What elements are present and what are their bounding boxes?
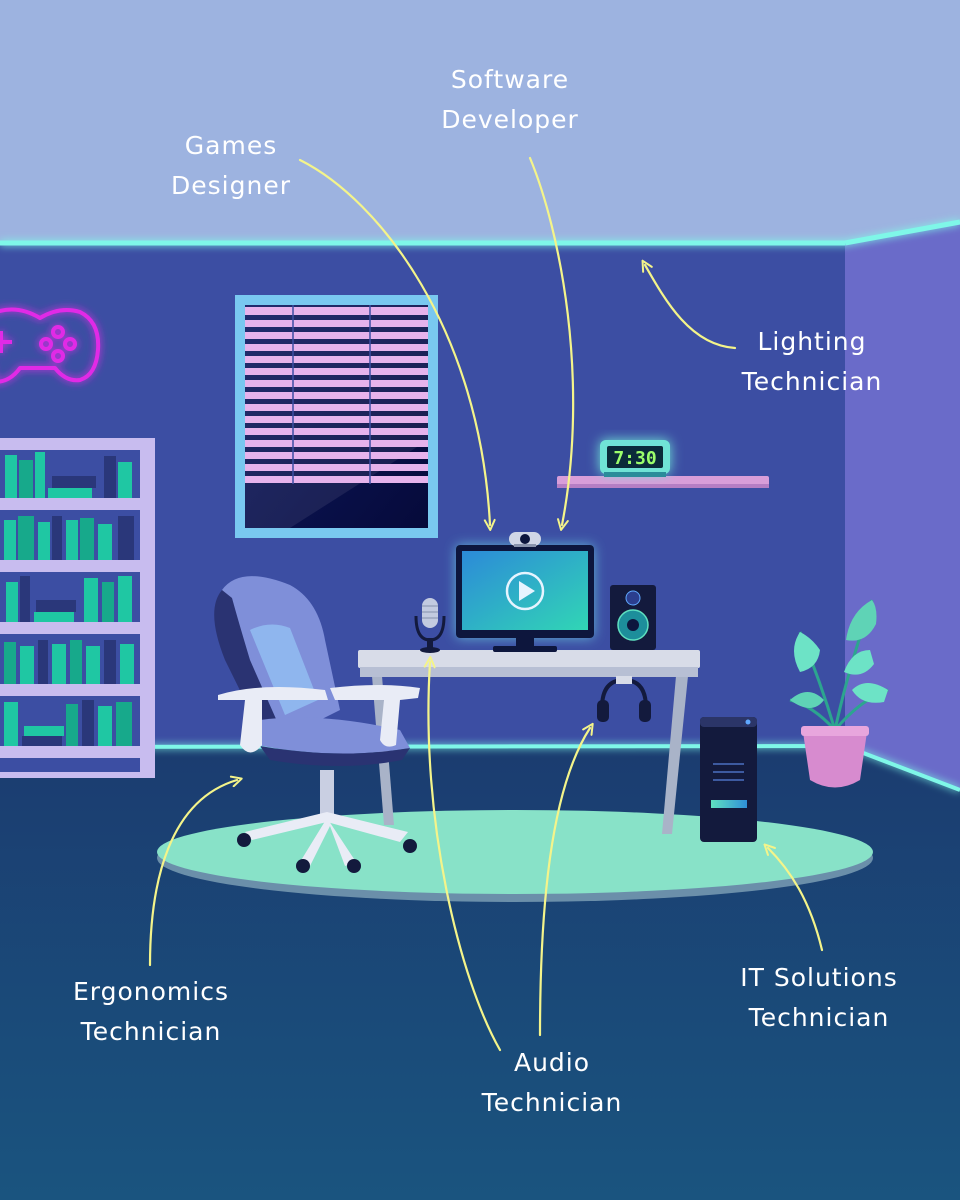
plant-icon <box>789 599 889 788</box>
label-games-designer: Games Designer <box>171 131 291 200</box>
label-ergonomics-technician: Ergonomics Technician <box>72 977 230 1046</box>
digital-clock <box>600 440 670 477</box>
pc-tower-icon <box>700 717 757 842</box>
office-chair-icon <box>214 576 420 873</box>
arrow-icon <box>763 843 824 952</box>
bookshelf <box>0 438 155 778</box>
neon-strip-ceiling <box>0 219 960 246</box>
clock-time: 7:30 <box>613 448 656 469</box>
ceiling <box>0 0 960 245</box>
wall-shelf <box>557 476 769 488</box>
monitor <box>456 545 594 652</box>
books <box>4 452 134 746</box>
annotation-arrows <box>148 156 824 1052</box>
arrow-icon <box>538 722 594 1037</box>
arrow-icon <box>298 158 496 531</box>
webcam-icon <box>509 532 541 547</box>
microphone-icon <box>414 598 446 653</box>
speaker-icon <box>610 585 656 650</box>
label-audio-technician: Audio Technician <box>481 1048 623 1117</box>
arrow-icon <box>528 156 575 531</box>
label-it-solutions-technician: IT Solutions Technician <box>740 963 898 1032</box>
arrow-icon <box>641 259 737 350</box>
headphones-icon <box>597 676 651 722</box>
gamepad-neon-icon <box>0 307 101 384</box>
right-wall <box>845 222 960 790</box>
label-software-developer: Software Developer <box>441 65 579 134</box>
window-blinds <box>245 307 428 483</box>
rug <box>157 810 873 902</box>
arrow-icon <box>423 656 502 1052</box>
play-icon <box>505 571 545 611</box>
label-lighting-technician: Lighting Technician <box>741 327 883 396</box>
arrow-icon <box>148 775 243 967</box>
window <box>235 295 438 538</box>
